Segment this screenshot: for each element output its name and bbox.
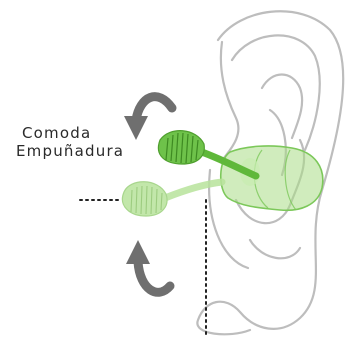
grip-lower: [122, 182, 222, 216]
caption-line2: Empuñadura: [16, 142, 124, 160]
rotate-up-arrow-icon: [124, 97, 172, 140]
rotate-down-arrow-icon: [126, 240, 170, 292]
caption-line1: Comoda: [22, 124, 91, 142]
earplug-body: [221, 146, 323, 210]
